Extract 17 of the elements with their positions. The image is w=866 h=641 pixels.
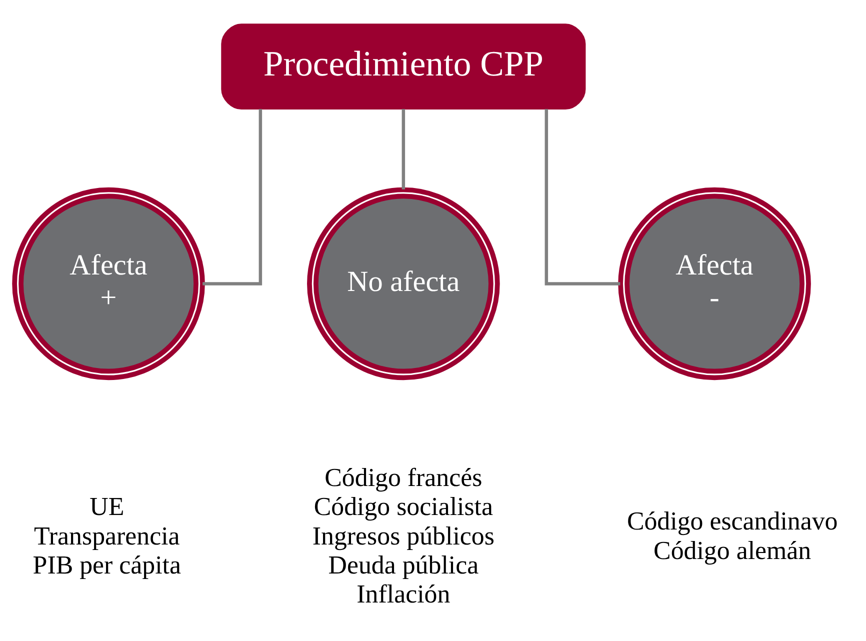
- node-label: Inflación: [356, 579, 450, 608]
- connector: [402, 108, 406, 189]
- connector: [544, 108, 620, 285]
- node-circle: No afecta: [307, 186, 500, 380]
- node-label: Código escandinavo: [626, 506, 838, 536]
- node-label: Ingresos públicos: [312, 520, 494, 550]
- node-label: Transparencia: [34, 520, 180, 550]
- connector: [202, 108, 262, 285]
- node-circle: Afecta -: [618, 186, 811, 380]
- node-label: UE: [90, 492, 124, 521]
- node-box: Procedimiento CPP: [221, 23, 586, 110]
- node-label: Código alemán: [654, 535, 812, 564]
- node-label: Código socialista: [314, 492, 494, 521]
- node-circle: Afecta +: [12, 186, 205, 380]
- node-label: PIB per cápita: [32, 550, 182, 579]
- node-label: Deuda pública: [328, 550, 479, 579]
- node-label: Código francés: [324, 462, 482, 492]
